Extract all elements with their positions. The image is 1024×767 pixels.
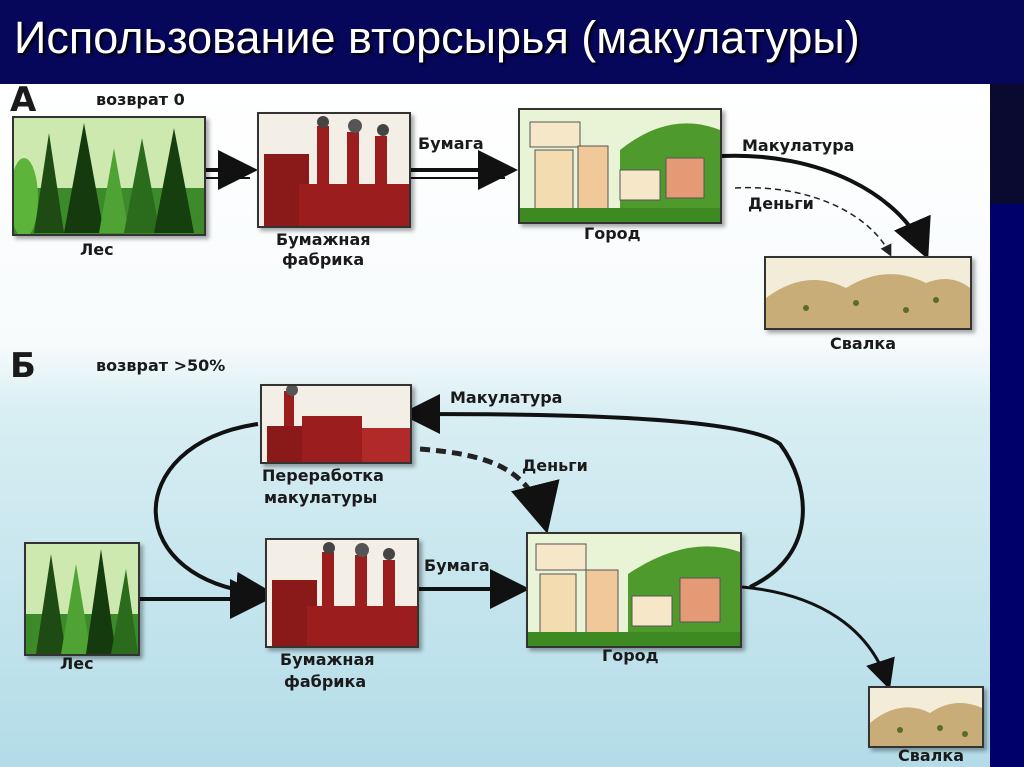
forest-image-b bbox=[24, 542, 140, 656]
paper-mill-label-b-2: фабрика bbox=[284, 672, 367, 691]
arrow-forest-to-mill-a bbox=[205, 150, 258, 190]
landfill-label-b: Свалка bbox=[898, 746, 965, 765]
paper-mill-label-b-1: Бумажная bbox=[280, 650, 375, 669]
waste-paper-flow-label-b: Макулатура bbox=[450, 388, 563, 407]
city-image-a bbox=[518, 108, 722, 224]
scheme-b-return: возврат >50% bbox=[96, 356, 226, 375]
right-border bbox=[990, 84, 1024, 767]
arrow-paper-a bbox=[410, 150, 518, 190]
diagram-panel: А возврат 0 Лес Бумажная фабрика Бумага … bbox=[0, 84, 990, 767]
arrow-money-a bbox=[734, 186, 892, 257]
landfill-icon bbox=[870, 688, 982, 746]
forest-label-b: Лес bbox=[60, 654, 94, 673]
recycling-label-1: Переработка bbox=[262, 466, 384, 485]
paper-mill-image-a bbox=[257, 112, 411, 228]
landfill-icon bbox=[766, 258, 970, 328]
landfill-image-b bbox=[868, 686, 984, 748]
arrow-city-to-landfill-b bbox=[741, 585, 895, 690]
money-flow-label-b: Деньги bbox=[522, 456, 588, 475]
forest-image-a bbox=[12, 116, 206, 236]
city-icon bbox=[528, 534, 740, 646]
factory-icon bbox=[267, 540, 417, 646]
arrow-money-b bbox=[419, 446, 560, 534]
city-label-a: Город bbox=[584, 224, 641, 243]
landfill-label-a: Свалка bbox=[830, 334, 897, 353]
money-flow-label-a: Деньги bbox=[748, 194, 814, 213]
recycling-label-2: макулатуры bbox=[264, 488, 378, 507]
arrow-waste-paper-a bbox=[721, 153, 931, 260]
forest-label-a: Лес bbox=[80, 240, 114, 259]
recycling-factory-icon bbox=[262, 386, 410, 462]
scheme-a-letter: А bbox=[10, 84, 37, 120]
city-image-b bbox=[526, 532, 742, 648]
forest-icon bbox=[26, 544, 138, 654]
scheme-a-return: возврат 0 bbox=[96, 90, 185, 109]
paper-mill-image-b bbox=[265, 538, 419, 648]
landfill-image-a bbox=[764, 256, 972, 330]
paper-mill-label-a-2: фабрика bbox=[282, 250, 365, 269]
paper-mill-label-a-1: Бумажная bbox=[276, 230, 371, 249]
city-label-b: Город bbox=[602, 646, 659, 665]
recycling-image bbox=[260, 384, 412, 464]
scheme-b-letter: Б bbox=[10, 346, 36, 386]
slide-title: Использование вторсырья (макулатуры) bbox=[14, 12, 860, 63]
forest-icon bbox=[14, 118, 204, 234]
factory-icon bbox=[259, 114, 409, 226]
arrow-recycling-to-mill bbox=[153, 422, 276, 612]
city-icon bbox=[520, 110, 720, 222]
paper-flow-label-a: Бумага bbox=[418, 134, 484, 153]
waste-paper-flow-label-a: Макулатура bbox=[742, 136, 855, 155]
title-bar: Использование вторсырья (макулатуры) bbox=[0, 0, 1024, 84]
arrow-waste-paper-b bbox=[400, 394, 805, 589]
paper-flow-label-b: Бумага bbox=[424, 556, 490, 575]
